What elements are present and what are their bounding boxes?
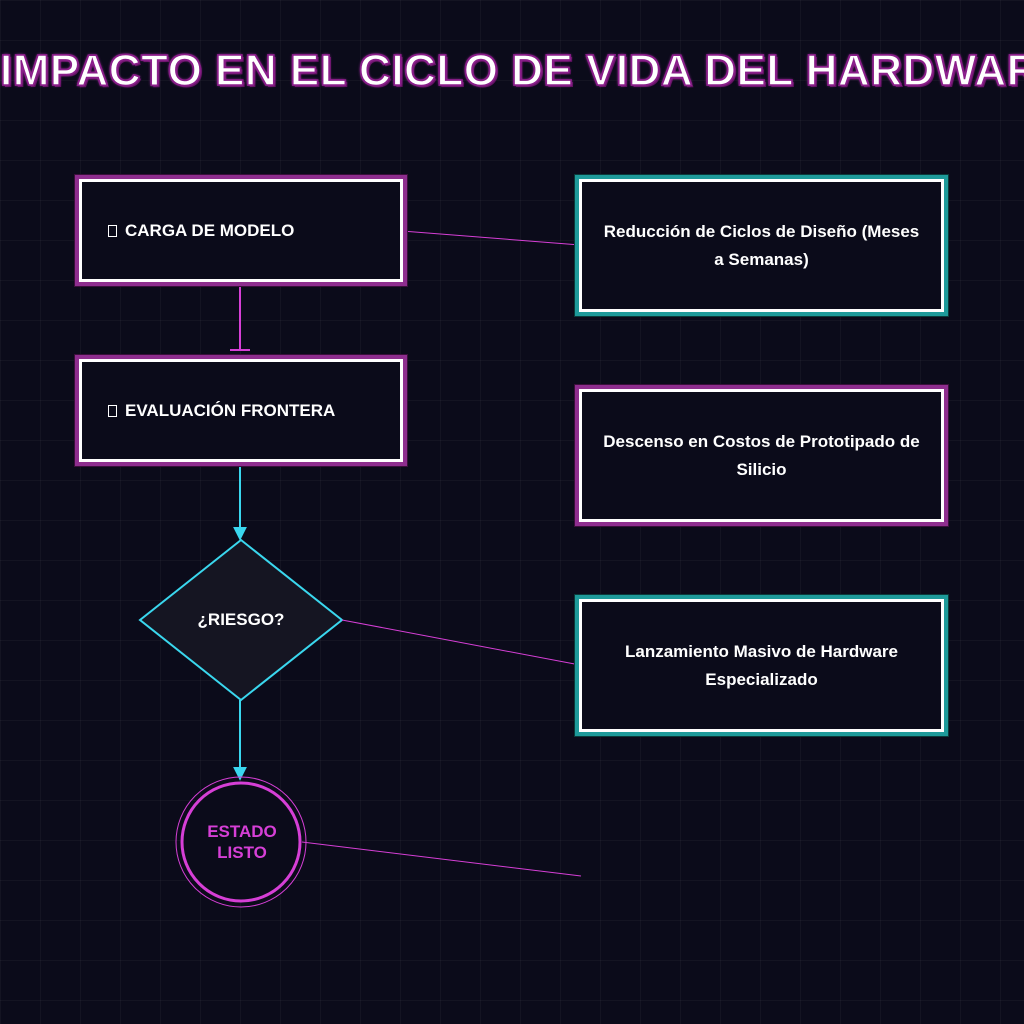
impact-text: Reducción de Ciclos de Diseño (Meses a S…: [603, 221, 920, 269]
link-step1-impact1: [401, 230, 581, 246]
square-glyph-icon: [108, 224, 117, 237]
impact-text: Lanzamiento Masivo de Hardware Especiali…: [624, 641, 899, 689]
impact-box-lanzamiento-masivo: Lanzamiento Masivo de Hardware Especiali…: [579, 599, 944, 732]
impact-text: Descenso en Costos de Prototipado de Sil…: [603, 431, 920, 479]
flow-arrow-step1-step2: [230, 282, 250, 351]
impact-box-reduccion-ciclos: Reducción de Ciclos de Diseño (Meses a S…: [579, 179, 944, 312]
link-decision-impact3: [341, 619, 581, 666]
impact-box-descenso-costos: Descenso en Costos de Prototipado de Sil…: [579, 389, 944, 522]
diagram-title: IMPACTO EN EL CICLO DE VIDA DEL HARDWARE: [0, 45, 1024, 96]
end-state-label: ESTADO LISTO: [207, 822, 277, 862]
square-glyph-icon: [108, 404, 117, 417]
step-label: EVALUACIÓN FRONTERA: [125, 400, 336, 420]
step-box-evaluacion-frontera: EVALUACIÓN FRONTERA: [79, 359, 403, 462]
step-box-carga-modelo: CARGA DE MODELO: [79, 179, 403, 282]
decision-label: ¿RIESGO?: [197, 610, 285, 629]
end-state-circle: [180, 781, 302, 903]
step-label: CARGA DE MODELO: [125, 220, 295, 240]
link-end-offpage: [301, 841, 582, 877]
